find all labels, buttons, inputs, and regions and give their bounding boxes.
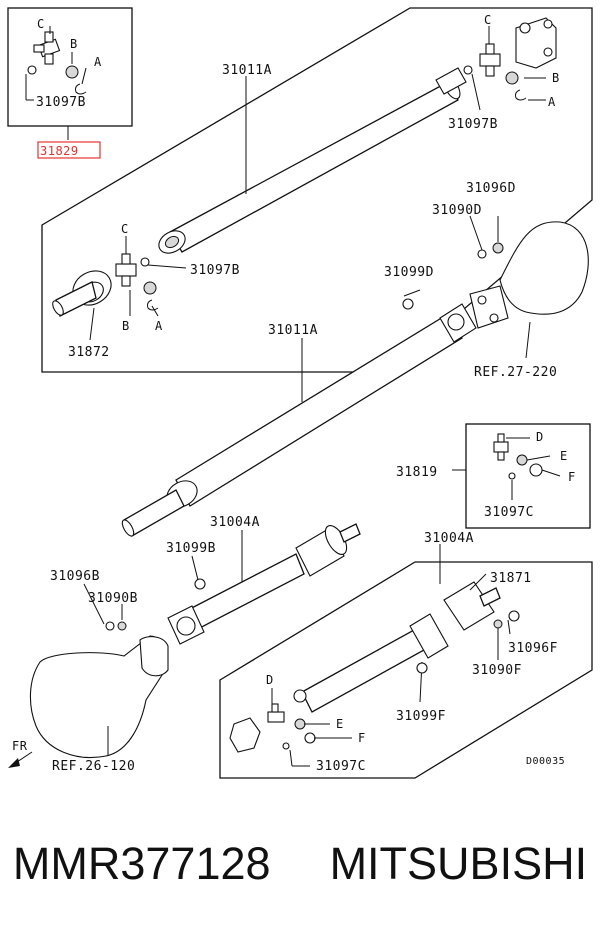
label-f-inset: F: [568, 470, 576, 484]
label-31097b-upper-right: 31097B: [448, 117, 498, 132]
frame-upper-shaft: [41, 7, 593, 373]
label-31099f: 31099F: [396, 709, 446, 724]
brand-text: MITSUBISHI: [329, 838, 588, 889]
label-b-left: B: [122, 319, 130, 333]
label-c-left: C: [121, 222, 129, 236]
label-f-lower: F: [358, 731, 366, 745]
label-31099d: 31099D: [384, 265, 434, 280]
part-number-text: MMR377128: [12, 838, 271, 889]
label-31099b: 31099B: [166, 541, 216, 556]
upper-drive-shaft-2: [121, 303, 477, 537]
label-31090f: 31090F: [472, 663, 522, 678]
label-31872: 31872: [68, 345, 110, 360]
label-a-left: A: [155, 319, 163, 333]
label-31090d: 31090D: [432, 203, 482, 218]
label-31096b: 31096B: [50, 569, 100, 584]
upper-right-u-joint: [463, 17, 557, 111]
left-flange-31872: [52, 270, 112, 341]
label-31090b: 31090B: [88, 591, 138, 606]
label-31097b-left: 31097B: [190, 263, 240, 278]
front-arrow-icon: [8, 751, 33, 768]
upper-drive-shaft-1: [158, 67, 467, 254]
label-a-inset: A: [94, 55, 102, 69]
label-31096f: 31096F: [508, 641, 558, 656]
label-d-inset: D: [536, 430, 544, 444]
label-fr: FR: [12, 739, 28, 753]
label-e-inset: E: [560, 449, 568, 463]
label-ref-26-120: REF.26-120: [52, 759, 135, 774]
label-b-inset: B: [70, 37, 78, 51]
label-b-upper-right: B: [552, 71, 560, 85]
label-d-lower: D: [266, 673, 274, 687]
label-31011a-upper: 31011A: [222, 63, 272, 78]
center-bearing-bracket: [402, 215, 589, 359]
inset-frame-31829: [7, 7, 133, 127]
inset-frame-31819: [465, 423, 591, 529]
label-31096d: 31096D: [466, 181, 516, 196]
label-c-upper-right: C: [484, 13, 492, 27]
label-31819: 31819: [396, 465, 438, 480]
lower-right-drive-shaft: [293, 544, 520, 713]
highlight-box-31829: [37, 141, 101, 159]
label-31011a-middle: 31011A: [268, 323, 318, 338]
lower-u-joint: [229, 688, 352, 767]
label-c-inset: C: [37, 17, 45, 31]
product-caption: MMR377128 MITSUBISHI: [0, 838, 600, 908]
label-31097c-inset: 31097C: [484, 505, 534, 520]
callout-labels: 31829 C B A 31097B 31011A C B A 31097B C…: [12, 13, 576, 774]
label-31004a-right: 31004A: [424, 531, 474, 546]
frame-lower-shaft: [219, 561, 593, 779]
label-31097c-lower: 31097C: [316, 759, 366, 774]
lower-drive-shaft: [167, 523, 361, 645]
transmission-housing: [29, 583, 169, 759]
label-a-upper-right: A: [548, 95, 556, 109]
universal-joint-kit-inset: [25, 26, 101, 159]
label-ref-27-220: REF.27-220: [474, 365, 557, 380]
label-31004a-left: 31004A: [210, 515, 260, 530]
label-31871: 31871: [490, 571, 532, 586]
label-31097b-inset: 31097B: [36, 95, 86, 110]
label-e-lower: E: [336, 717, 344, 731]
inset-31819-u-joint: [452, 433, 561, 500]
label-31829: 31829: [40, 144, 79, 158]
label-drawing-code: D00035: [526, 756, 565, 767]
left-u-joint: [115, 236, 187, 317]
